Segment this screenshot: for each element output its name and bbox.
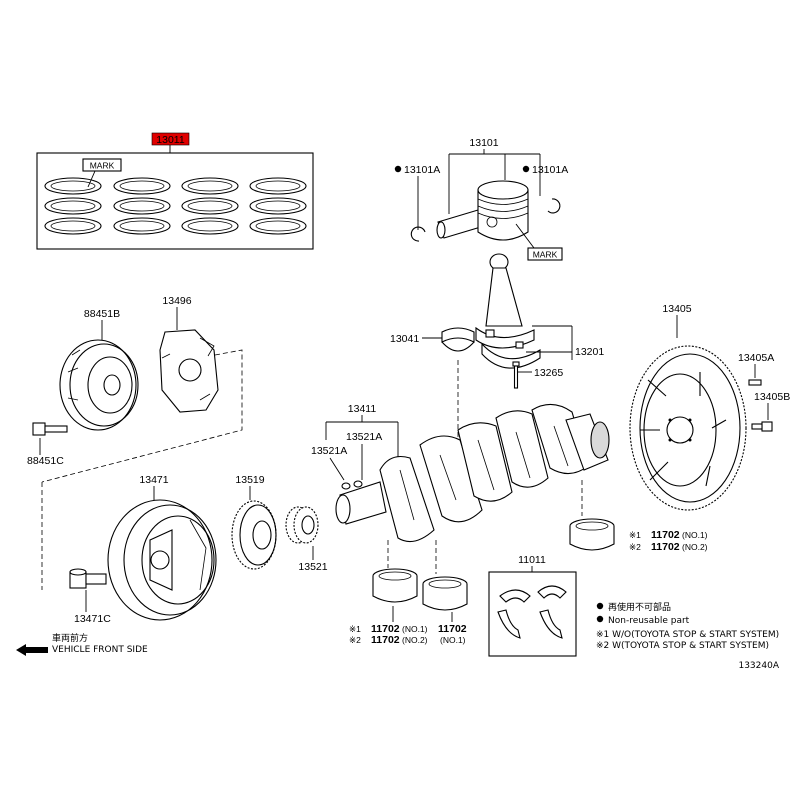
label-13265[interactable]: 13265 bbox=[534, 367, 563, 379]
con-rod-bolt bbox=[512, 361, 520, 389]
con-rod-bearing bbox=[441, 327, 475, 352]
ring-set-2 bbox=[113, 177, 171, 235]
piston bbox=[477, 180, 529, 241]
mark-tag-piston bbox=[527, 247, 563, 261]
front-arrow-icon bbox=[16, 644, 48, 656]
label-13101A-right[interactable]: 13101A bbox=[532, 164, 568, 176]
piston-ring-set-box bbox=[36, 152, 314, 250]
connecting-rod bbox=[475, 253, 535, 349]
thrust-washer-box bbox=[488, 571, 577, 657]
label-13521A-left[interactable]: 13521A bbox=[311, 445, 347, 457]
snap-ring-left bbox=[410, 226, 426, 242]
legend-note-1: ※1 W/O(TOYOTA STOP & START SYSTEM) bbox=[596, 630, 779, 640]
label-11702-mid-1[interactable]: 11702 bbox=[371, 623, 400, 635]
flywheel bbox=[629, 345, 747, 511]
non-reusable-dot-left bbox=[394, 165, 402, 173]
pulley-bolt-88451C bbox=[32, 422, 68, 436]
direction-jp: 車両前方 bbox=[52, 632, 88, 644]
damper-plate bbox=[159, 329, 219, 413]
flywheel-bolt bbox=[751, 421, 773, 432]
main-bearing-rear bbox=[569, 518, 615, 551]
label-13521[interactable]: 13521 bbox=[298, 561, 327, 573]
label-13041[interactable]: 13041 bbox=[390, 333, 419, 345]
tag-center: (NO.1) bbox=[440, 635, 466, 645]
woodruff-key-1 bbox=[341, 482, 351, 490]
ring-set-1 bbox=[44, 177, 102, 235]
legend-reuse-jp: 再使用不可部品 bbox=[608, 601, 671, 613]
label-13519[interactable]: 13519 bbox=[235, 474, 264, 486]
label-13405A[interactable]: 13405A bbox=[738, 352, 774, 364]
pulley-bolt-13471C bbox=[69, 568, 107, 589]
label-88451C[interactable]: 88451C bbox=[27, 455, 64, 467]
mark-label-rings: MARK bbox=[90, 161, 115, 171]
snap-ring-right bbox=[547, 198, 561, 214]
legend-dot-2 bbox=[596, 615, 604, 623]
tag-rear-1: (NO.1) bbox=[682, 530, 708, 540]
crank-sprocket-13519 bbox=[231, 500, 277, 570]
crank-gear-13521 bbox=[285, 506, 319, 544]
label-11702-rear-2[interactable]: 11702 bbox=[651, 541, 680, 553]
tag-rear-2: (NO.2) bbox=[682, 542, 708, 552]
con-rod-cap bbox=[481, 329, 541, 369]
label-13411[interactable]: 13411 bbox=[348, 403, 377, 415]
crank-rear-flange bbox=[590, 421, 610, 459]
mark-tag-rings bbox=[82, 158, 122, 172]
label-13101A-left[interactable]: 13101A bbox=[404, 164, 440, 176]
legend-reuse-en: Non-reusable part bbox=[608, 616, 690, 626]
ring-set-3 bbox=[181, 177, 239, 235]
main-bearing-2 bbox=[422, 576, 468, 611]
label-13405B[interactable]: 13405B bbox=[754, 391, 790, 403]
direction-en: VEHICLE FRONT SIDE bbox=[52, 645, 148, 655]
crankshaft-pulley bbox=[107, 499, 217, 621]
label-13521A-top[interactable]: 13521A bbox=[346, 431, 382, 443]
legend-dot-1 bbox=[596, 602, 604, 610]
tag-mid-1: (NO.1) bbox=[402, 624, 428, 634]
ref1-rear: ※1 bbox=[629, 530, 641, 540]
figure-id: 133240A bbox=[738, 661, 779, 671]
label-13471C[interactable]: 13471C bbox=[74, 613, 111, 625]
piston-ring-sets bbox=[44, 177, 307, 235]
thrust-washers bbox=[497, 585, 567, 639]
tag-mid-2: (NO.2) bbox=[402, 635, 428, 645]
label-13496[interactable]: 13496 bbox=[162, 295, 191, 307]
legend-note-2: ※2 W(TOYOTA STOP & START SYSTEM) bbox=[596, 641, 769, 651]
ref2-rear: ※2 bbox=[629, 542, 641, 552]
label-11702-mid-2[interactable]: 11702 bbox=[371, 634, 400, 646]
woodruff-key-2 bbox=[353, 480, 363, 488]
piston-pin bbox=[436, 209, 485, 239]
label-11702-rear-1[interactable]: 11702 bbox=[651, 529, 680, 541]
mark-label-piston: MARK bbox=[533, 250, 558, 260]
label-11702-center[interactable]: 11702 bbox=[438, 623, 467, 635]
label-88451B[interactable]: 88451B bbox=[84, 308, 120, 320]
highlight-box-13011 bbox=[151, 132, 190, 146]
label-13405[interactable]: 13405 bbox=[662, 303, 691, 315]
ref1-mid: ※1 bbox=[349, 624, 361, 634]
ref2-mid: ※2 bbox=[349, 635, 361, 645]
crankshaft bbox=[335, 403, 610, 543]
ac-compressor-pulley bbox=[59, 339, 139, 431]
label-13201[interactable]: 13201 bbox=[575, 346, 604, 358]
label-13011[interactable]: 13011 bbox=[156, 134, 185, 146]
ring-set-4 bbox=[249, 177, 307, 235]
flywheel-pin bbox=[748, 379, 762, 386]
main-bearing-1 bbox=[372, 568, 418, 603]
label-11011[interactable]: 11011 bbox=[518, 554, 546, 566]
label-13471[interactable]: 13471 bbox=[139, 474, 168, 486]
non-reusable-dot-right bbox=[522, 165, 530, 173]
label-13101[interactable]: 13101 bbox=[469, 137, 498, 149]
